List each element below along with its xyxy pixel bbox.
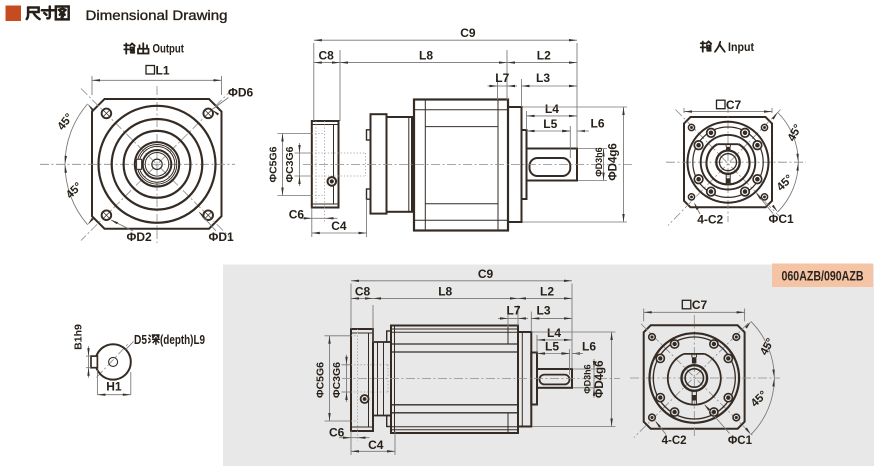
svg-text:ΦC5G6: ΦC5G6 [315,362,327,398]
svg-text:ΦC1: ΦC1 [728,435,753,447]
svg-text:ΦC3G6: ΦC3G6 [331,362,343,398]
svg-text:L4: L4 [545,102,559,116]
svg-text:ΦD4g6: ΦD4g6 [608,143,620,181]
svg-text:D5: D5 [134,333,147,347]
svg-text:L5: L5 [543,117,557,131]
svg-text:45°: 45° [786,122,805,143]
svg-text:L6: L6 [591,117,605,131]
svg-text:C6: C6 [289,208,305,222]
svg-text:Input: Input [728,40,754,54]
svg-text:L2: L2 [540,284,554,298]
svg-text:4-C2: 4-C2 [662,435,687,447]
svg-text:L5: L5 [545,340,559,354]
svg-text:C4: C4 [368,438,384,452]
svg-text:C7: C7 [692,298,708,312]
svg-text:L3: L3 [536,71,550,85]
svg-text:ΦD2: ΦD2 [127,230,153,244]
svg-text:(depth)L9: (depth)L9 [160,333,205,347]
svg-text:C9: C9 [478,267,494,281]
svg-text:L2: L2 [537,49,551,63]
svg-text:L7: L7 [495,71,509,85]
svg-text:H1: H1 [106,380,122,394]
svg-text:L4: L4 [547,326,561,340]
svg-text:ΦC3G6: ΦC3G6 [284,146,296,182]
svg-text:L1: L1 [155,64,169,78]
svg-text:C8: C8 [355,284,371,298]
svg-text:L8: L8 [438,284,452,298]
svg-text:B1h9: B1h9 [73,324,85,350]
svg-text:Dimensional Drawing: Dimensional Drawing [86,8,228,24]
svg-text:060AZB/090AZB: 060AZB/090AZB [782,269,864,284]
svg-text:C8: C8 [319,49,335,63]
svg-text:ΦD3h6: ΦD3h6 [594,147,604,176]
svg-text:C9: C9 [460,26,476,40]
svg-text:C4: C4 [331,219,347,233]
svg-text:C6: C6 [329,426,345,440]
svg-text:Output: Output [153,42,185,56]
svg-text:4-C2: 4-C2 [697,213,723,227]
svg-text:ΦD4g6: ΦD4g6 [594,361,606,399]
svg-text:L3: L3 [536,303,550,317]
svg-text:ΦD1: ΦD1 [209,230,235,244]
svg-text:ΦC5G6: ΦC5G6 [268,146,280,182]
svg-text:ΦD6: ΦD6 [228,86,254,100]
svg-text:C7: C7 [726,98,742,112]
svg-text:45°: 45° [56,111,76,132]
svg-text:ΦC1: ΦC1 [768,212,794,226]
svg-text:ΦD3h6: ΦD3h6 [582,364,592,393]
svg-text:L8: L8 [419,49,433,63]
svg-text:L7: L7 [506,303,520,317]
svg-text:L6: L6 [582,339,596,353]
